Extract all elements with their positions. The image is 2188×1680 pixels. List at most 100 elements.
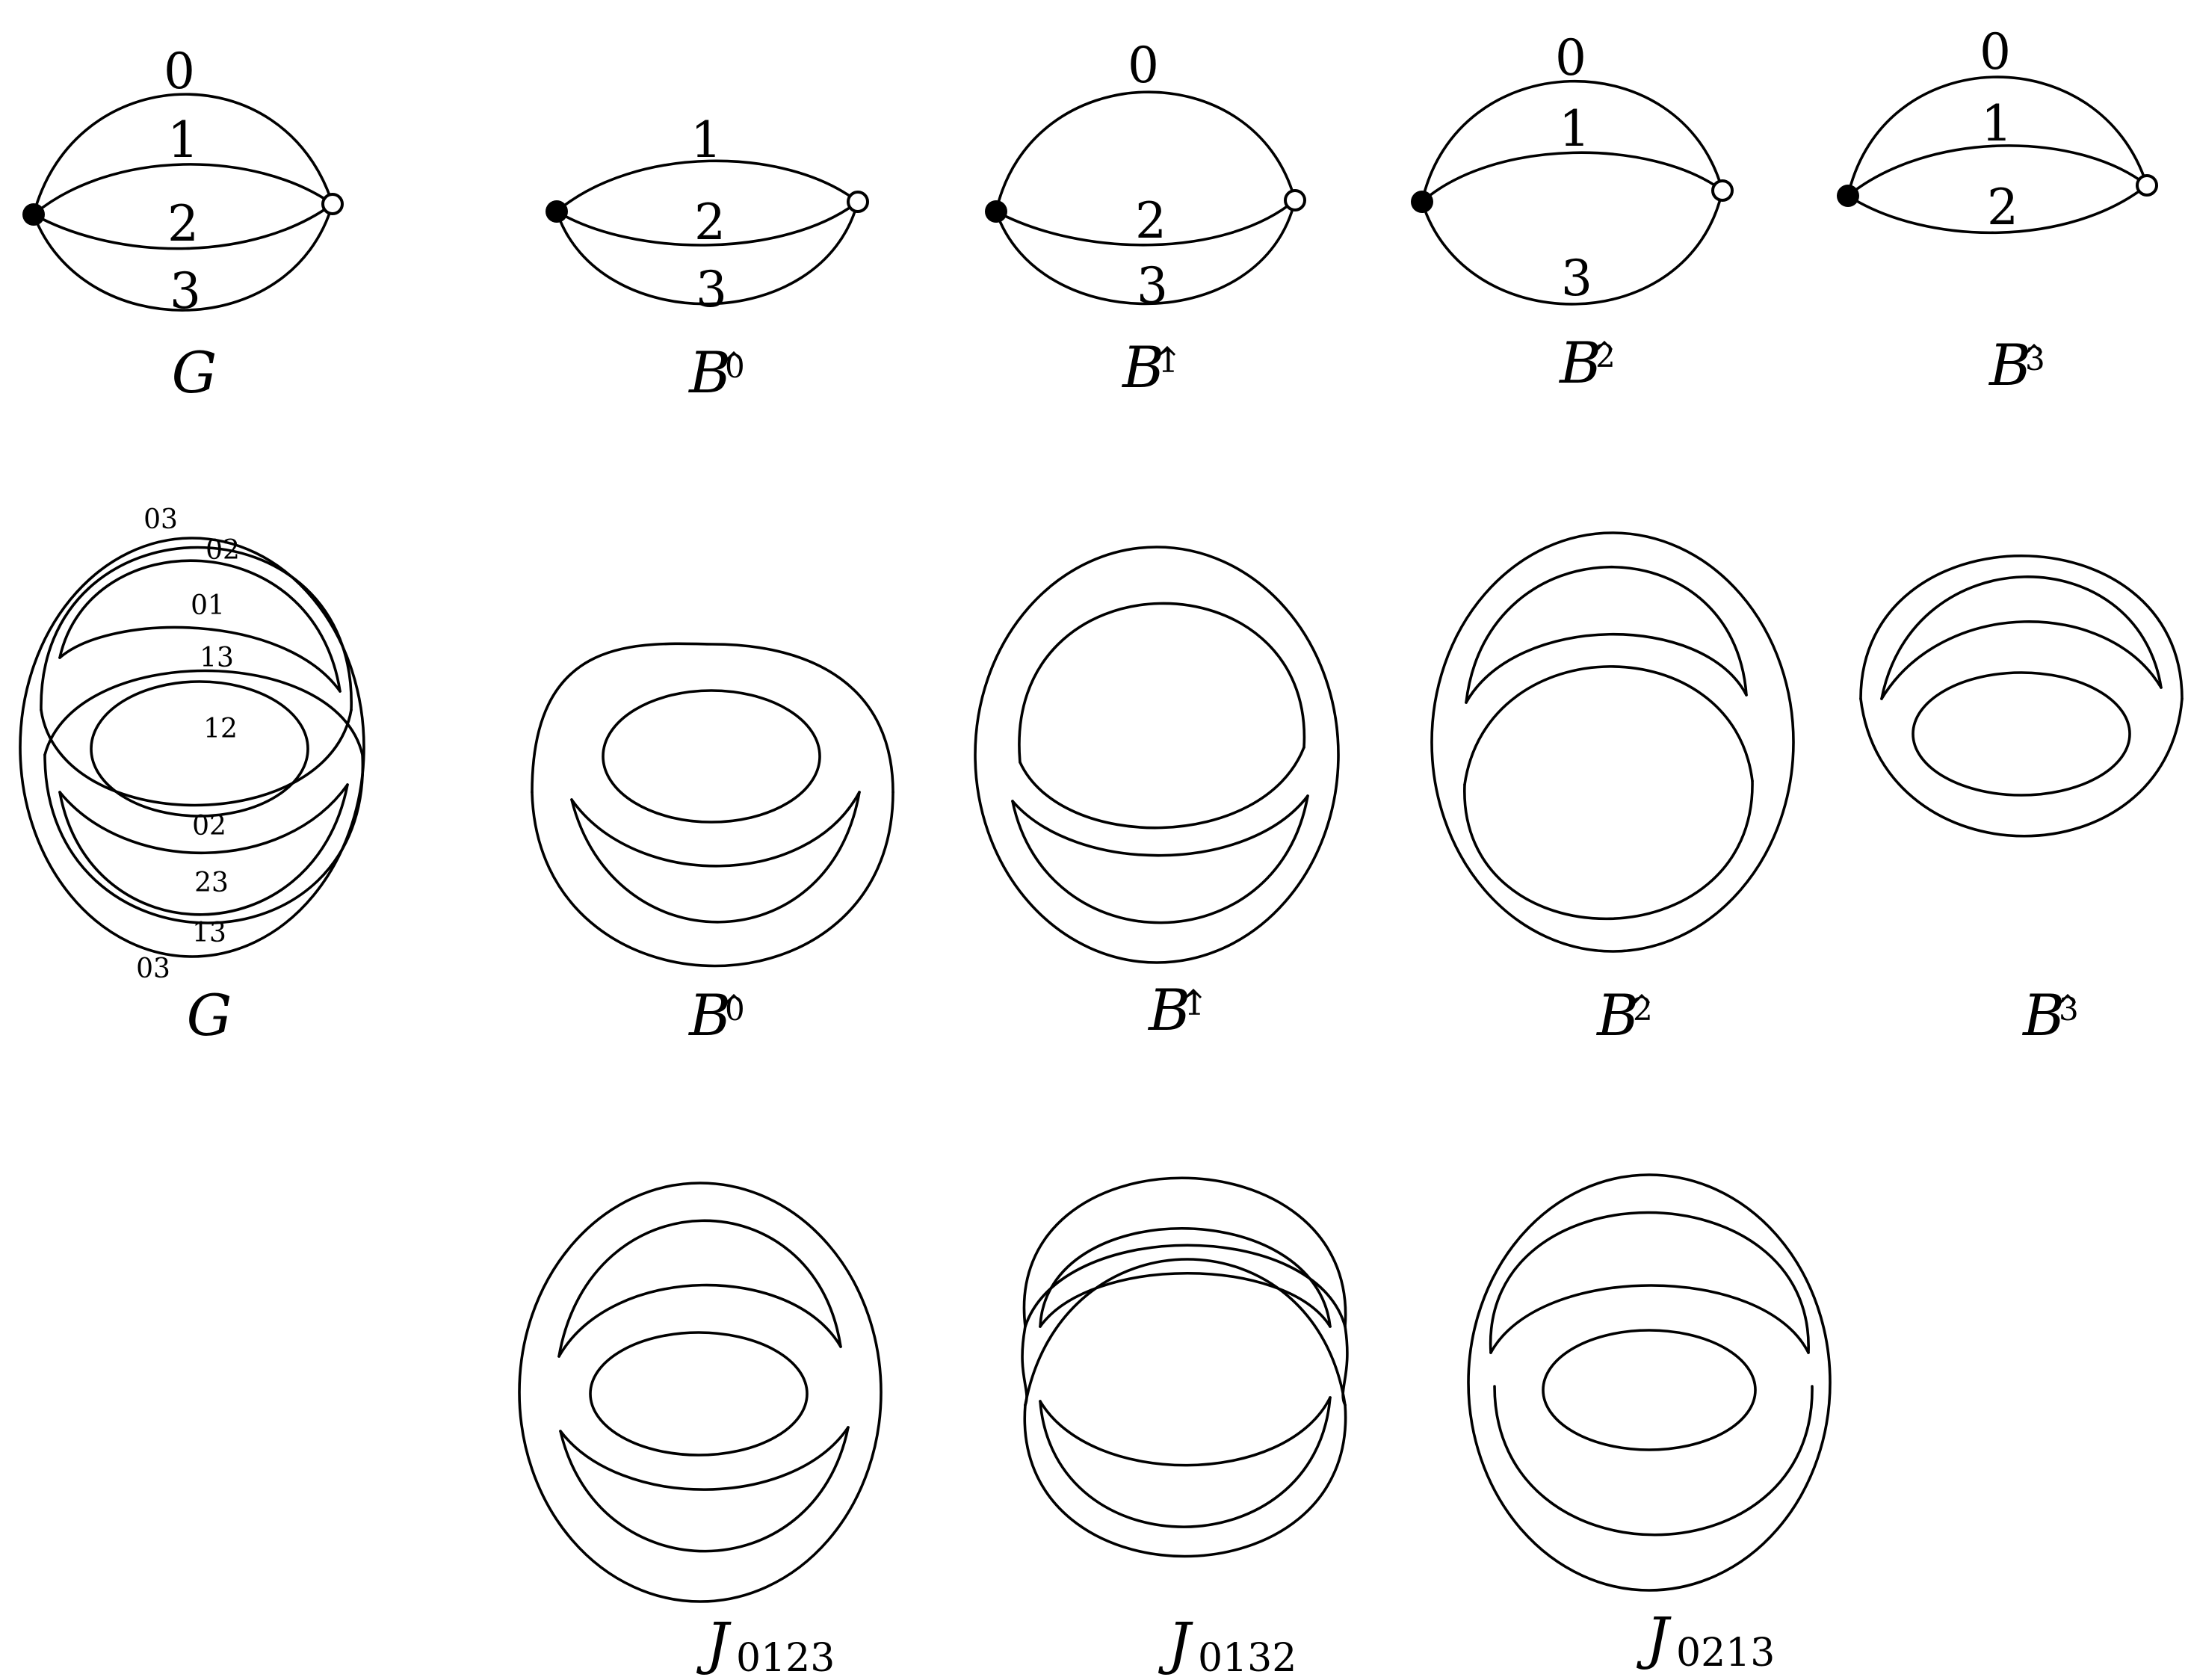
strand-label: 23: [194, 868, 229, 898]
upper-crescent-inner: [58, 626, 342, 693]
edge-3: [555, 200, 859, 306]
lower-inner-strand: [43, 669, 364, 756]
caption-superscript: 3: [2025, 341, 2045, 377]
lower-crescent-outer: [559, 1426, 850, 1553]
caption: B: [1595, 982, 1639, 1049]
jacket-0123: J 0123: [518, 1182, 883, 1680]
white-vertex: [847, 191, 869, 213]
caption: G: [187, 982, 232, 1049]
edge-2: [555, 200, 859, 247]
hat-mark: [1158, 345, 1176, 356]
edge-label: 1: [690, 111, 722, 169]
upper-circle-top: [1489, 1211, 1810, 1354]
outer-strand: [1467, 1173, 1832, 1592]
caption-superscript: 1: [1158, 343, 1178, 380]
upper-crescent-outer: [557, 1219, 842, 1358]
strand-label: 13: [192, 918, 226, 948]
jacket-0132: J 0132: [1021, 1176, 1349, 1680]
ribbon-graph-b3: B 3: [1859, 555, 2184, 1049]
caption-subscript: 0213: [1676, 1631, 1775, 1676]
outer-strand-top: [531, 642, 894, 794]
caption: J: [1158, 1610, 1193, 1676]
upper-circle-strand: [1018, 602, 1305, 764]
lower-circle-top: [1024, 1258, 1347, 1406]
lower-circle-bottom: [1493, 1385, 1814, 1537]
caption-superscript: 2: [1595, 338, 1616, 374]
strand-label: 12: [203, 714, 238, 744]
upper-crescent-outer: [1039, 1227, 1332, 1328]
edge-2: [32, 203, 334, 250]
lower-crescent-inner: [58, 783, 349, 855]
edge-label: 2: [1135, 192, 1166, 250]
edge-0: [1846, 75, 2148, 197]
crescent-inner: [1011, 794, 1309, 857]
center-strand: [1542, 1329, 1757, 1451]
edge-label: 1: [1981, 95, 2012, 152]
strand-label: 01: [191, 590, 225, 621]
crescent-inner: [570, 791, 861, 868]
black-vertex: [546, 200, 568, 223]
lower-strand: [1912, 671, 2131, 797]
caption-subscript: 0123: [736, 1636, 835, 1680]
graph-g: 0 1 2 3 G: [22, 43, 344, 406]
edge-1: [1421, 151, 1724, 203]
graph-b3: 0 1 2 B 3: [1837, 23, 2158, 398]
edge-label: 2: [694, 194, 726, 251]
caption-superscript: 1: [1184, 986, 1205, 1022]
edge-label: 0: [1980, 23, 2011, 81]
black-vertex: [1837, 185, 1859, 207]
lower-crescent-outer: [58, 783, 349, 916]
caption: B: [1988, 332, 2031, 398]
edge-1: [555, 159, 859, 213]
outer-strand: [19, 537, 365, 958]
edge-label: 0: [164, 43, 195, 100]
edge-label: 3: [170, 262, 201, 320]
black-vertex: [985, 200, 1007, 223]
caption-superscript: 2: [1633, 991, 1653, 1028]
caption: B: [1121, 334, 1164, 401]
upper-crescent-inner: [557, 1283, 842, 1358]
lower-circle-top: [1463, 665, 1754, 786]
white-vertex: [1284, 189, 1306, 211]
upper-circle-base: [1019, 746, 1305, 830]
white-vertex: [321, 193, 344, 215]
caption: B: [2021, 982, 2065, 1049]
left-join: [1021, 1325, 1028, 1406]
upper-crescent-outer: [58, 559, 342, 693]
crescent-outer: [1011, 794, 1309, 924]
strand-label: 03: [143, 504, 178, 535]
edge-1: [1846, 144, 2148, 197]
edge-label: 0: [1555, 29, 1586, 87]
caption: B: [1558, 330, 1601, 396]
strand-label: 13: [200, 643, 234, 673]
upper-circle-base: [1489, 1284, 1810, 1354]
upper-inner-arc: [1024, 1244, 1347, 1328]
caption: B: [687, 339, 731, 406]
hat-mark: [1595, 340, 1613, 351]
graph-b2: 0 1 3 B 2: [1411, 29, 1734, 396]
center-strand: [589, 1331, 809, 1457]
ribbon-graph-b2: B 2: [1430, 531, 1795, 1049]
black-vertex: [22, 203, 45, 226]
graph-b1: 0 2 3 B 1: [985, 37, 1306, 401]
lower-outer-strand: [43, 753, 364, 924]
crescent-outer: [1880, 575, 2163, 700]
edge-label: 2: [1987, 179, 2018, 236]
caption: G: [172, 339, 217, 406]
crescent-inner: [1880, 620, 2163, 700]
edge-label: 2: [167, 195, 199, 253]
edge-1: [32, 163, 334, 216]
edge-label: 3: [1137, 257, 1168, 315]
edge-label: 3: [696, 261, 727, 318]
edge-3: [32, 203, 334, 312]
ribbon-graph-g: 03 02 01 13 12 02 23 13 03 G: [19, 504, 365, 1049]
crescent-outer: [570, 791, 861, 924]
caption: J: [696, 1610, 732, 1676]
caption-superscript: 0: [725, 991, 745, 1028]
jacket-0213: J 0213: [1467, 1173, 1832, 1676]
outer-strand: [1430, 531, 1795, 953]
caption: J: [1637, 1605, 1672, 1671]
edge-label: 3: [1561, 250, 1592, 307]
outer-strand-bottom: [531, 791, 894, 968]
lower-crescent-inner: [559, 1426, 850, 1491]
